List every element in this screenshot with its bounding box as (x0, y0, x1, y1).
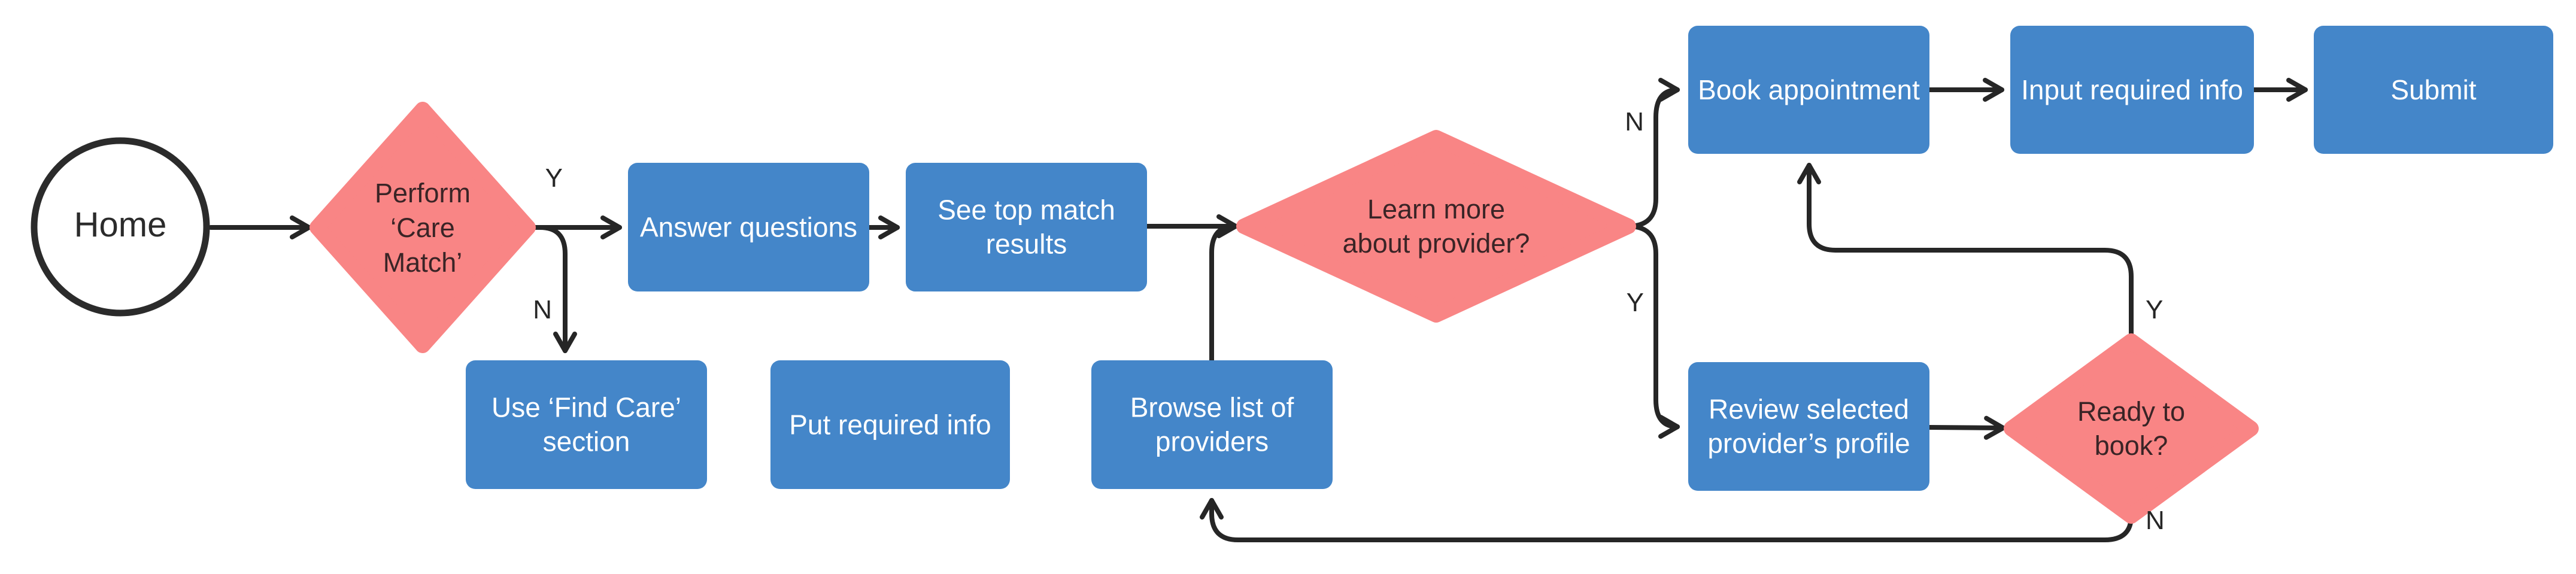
node-home-shape[interactable] (31, 137, 210, 317)
node-use-find-care-section-shape[interactable] (466, 360, 707, 489)
node-ready-to-book-label: Ready to (2077, 396, 2185, 427)
node-perform-care-match-shape[interactable] (310, 102, 536, 353)
node-use-find-care-section-label: Use ‘Find Care’ (491, 392, 681, 423)
node-book-appointment[interactable]: Book appointment (1688, 26, 1929, 154)
node-review-selected-providers-profile-shape[interactable] (1688, 362, 1929, 491)
labels-layer: Y N N Y Y N (533, 107, 2165, 535)
edge-perform-usefind-no (538, 225, 577, 353)
edge-browse-join-learn (1209, 224, 1237, 363)
node-answer-questions[interactable]: Answer questions (628, 163, 869, 291)
node-home-label: Home (74, 205, 167, 244)
node-input-required-info[interactable]: Input required info (2010, 26, 2254, 154)
node-submit[interactable]: Submit (2314, 26, 2553, 154)
label-learn-no: N (1625, 107, 1644, 136)
node-use-find-care-section-label: section (543, 426, 630, 457)
node-perform-care-match-label: Match’ (383, 247, 463, 278)
node-see-top-match-results-shape[interactable] (906, 163, 1147, 291)
node-ready-to-book-shape[interactable] (2004, 333, 2259, 524)
node-input-required-info-shape[interactable] (2010, 26, 2254, 154)
node-learn-more-about-provider-label: Learn more (1367, 194, 1505, 224)
node-see-top-match-results-label: results (986, 229, 1067, 260)
node-browse-list-of-providers-label: Browse list of (1130, 392, 1294, 423)
node-answer-questions-shape[interactable] (628, 163, 869, 291)
node-use-find-care-section[interactable]: Use ‘Find Care’section (466, 360, 707, 489)
node-input-required-info-label: Input required info (2021, 74, 2243, 105)
node-learn-more-about-provider[interactable]: Learn more about provider? (1236, 130, 1636, 323)
label-perform-no: N (533, 295, 552, 324)
node-book-appointment-label: Book appointment (1698, 74, 1920, 105)
node-learn-more-about-provider-shape[interactable] (1236, 130, 1636, 323)
node-put-required-info-label: Put required info (789, 409, 991, 441)
node-see-top-match-results-label: See top match (937, 195, 1115, 226)
node-learn-more-about-provider-label: about provider? (1343, 228, 1530, 259)
edge-learn-review-yes (1626, 224, 1680, 439)
label-learn-yes: Y (1627, 288, 1644, 317)
node-submit-shape[interactable] (2314, 26, 2553, 154)
label-ready-no: N (2146, 506, 2165, 535)
edge-learn-book-no (1626, 78, 1680, 229)
node-submit-label: Submit (2390, 74, 2476, 105)
node-perform-care-match-label: ‘Care (390, 212, 455, 243)
node-review-selected-providers-profile-label: provider’s profile (1707, 428, 1910, 459)
label-perform-yes: Y (545, 163, 563, 193)
node-home[interactable]: Home (31, 137, 210, 317)
edge-ready-book-yes (1797, 163, 2134, 344)
node-book-appointment-shape[interactable] (1688, 26, 1929, 154)
edges-layer (208, 78, 2308, 542)
node-review-selected-providers-profile-label: Review selected (1709, 394, 1909, 425)
edge-review-ready (1927, 415, 2005, 440)
node-browse-list-of-providers-label: providers (1155, 426, 1269, 457)
edge-ready-browse-no (1200, 498, 2134, 542)
label-ready-yes: Y (2146, 295, 2163, 324)
node-browse-list-of-providers-shape[interactable] (1091, 360, 1333, 489)
node-perform-care-match-label: Perform (375, 178, 471, 208)
node-put-required-info-shape[interactable] (770, 360, 1010, 489)
node-answer-questions-label: Answer questions (640, 212, 857, 243)
node-ready-to-book-label: book? (2095, 430, 2168, 461)
node-put-required-info[interactable]: Put required info (770, 360, 1010, 489)
